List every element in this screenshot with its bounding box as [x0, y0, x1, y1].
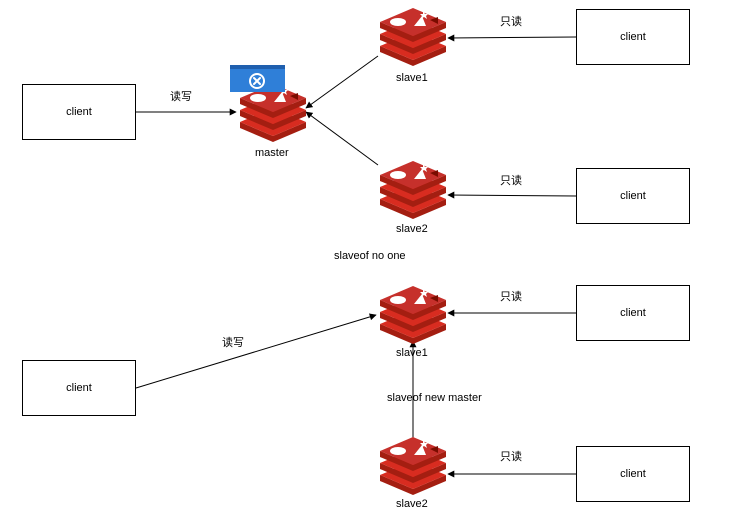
- label-read-only: 只读: [500, 291, 522, 303]
- redis-icon: [380, 286, 446, 344]
- label-read-only: 只读: [500, 451, 522, 463]
- slaveof-no-one-caption: slaveof no one: [334, 250, 406, 262]
- client-label: client: [66, 106, 92, 118]
- slaveof-new-master-label: slaveof new master: [387, 392, 482, 404]
- redis-icon: [380, 437, 446, 495]
- arrow-client-to-new-master: [135, 313, 377, 389]
- client-label: client: [620, 468, 646, 480]
- client-box-master: client: [22, 84, 136, 140]
- client-label: client: [620, 31, 646, 43]
- client-label: client: [620, 307, 646, 319]
- redis-icon: [240, 84, 306, 142]
- client-label: client: [620, 190, 646, 202]
- arrow-client-to-slave1-top: [447, 34, 577, 42]
- redis-icon: [380, 161, 446, 219]
- slave1-label: slave1: [396, 72, 428, 84]
- slave2-label: slave2: [396, 498, 428, 510]
- arrow-slave1-to-master: [305, 55, 379, 109]
- client-box-slave2-bottom: client: [576, 446, 690, 502]
- master-label: master: [255, 147, 289, 159]
- redis-icon: [380, 8, 446, 66]
- client-box-slave1-bottom: client: [576, 285, 690, 341]
- label-read-only: 只读: [500, 175, 522, 187]
- arrow-slave2-to-master: [305, 111, 379, 166]
- client-box-slave2: client: [576, 168, 690, 224]
- slave2-label: slave2: [396, 223, 428, 235]
- label-read-write: 读写: [170, 91, 192, 103]
- client-box-slave1: client: [576, 9, 690, 65]
- label-read-only: 只读: [500, 16, 522, 28]
- client-box-new-master: client: [22, 360, 136, 416]
- failed-x-icon: [230, 65, 285, 92]
- slave1-label: slave1: [396, 347, 428, 359]
- arrow-client-to-slave2-top: [447, 191, 577, 199]
- client-label: client: [66, 382, 92, 394]
- label-read-write: 读写: [222, 337, 244, 349]
